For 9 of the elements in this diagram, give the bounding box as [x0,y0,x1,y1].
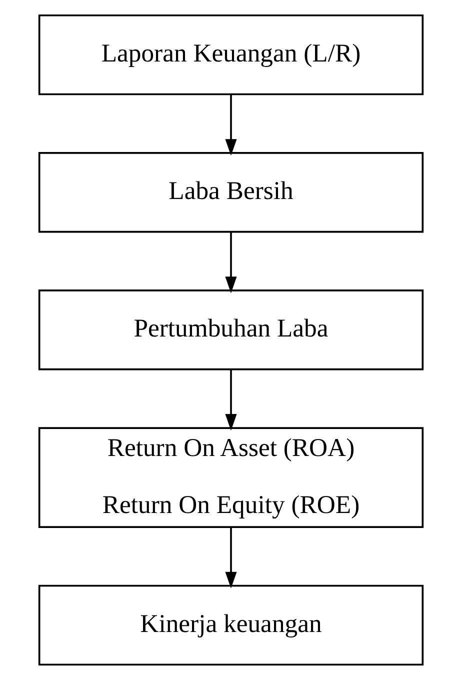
node-box: Kinerja keuangan [38,584,424,666]
node-box: Return On Asset (ROA) Return On Equity (ROE) [38,427,424,528]
arrow [225,232,237,294]
node-box: Laba Bersih [38,152,424,233]
arrow [225,527,237,588]
node-box: Laporan Keuangan (L/R) [38,14,424,96]
node-box: Pertumbuhan Laba [38,290,424,370]
arrow [225,94,237,156]
arrow [225,370,237,431]
